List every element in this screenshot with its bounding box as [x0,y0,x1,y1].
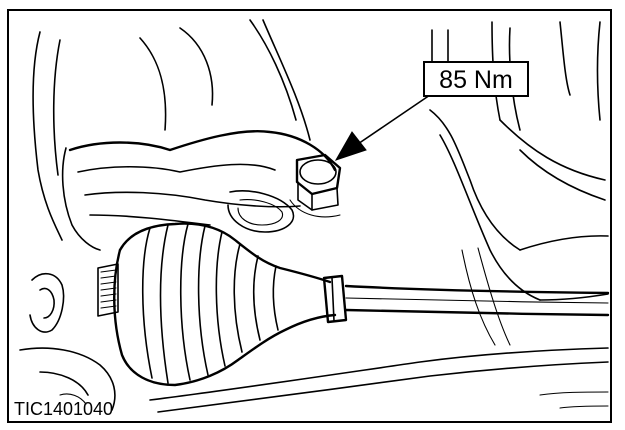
lower-arm-outline [19,347,609,413]
drive-shaft [322,274,610,324]
torque-callout: 85 Nm [423,61,529,97]
figure-code-label: TIC1401040 [14,399,113,419]
hub-spline [29,263,119,333]
cv-joint-boot [113,222,337,387]
callout-arrow [334,94,431,161]
steering-knuckle [61,130,337,251]
bolt [289,153,342,218]
subframe-outline [429,109,609,346]
torque-value-label: 85 Nm [439,66,513,94]
